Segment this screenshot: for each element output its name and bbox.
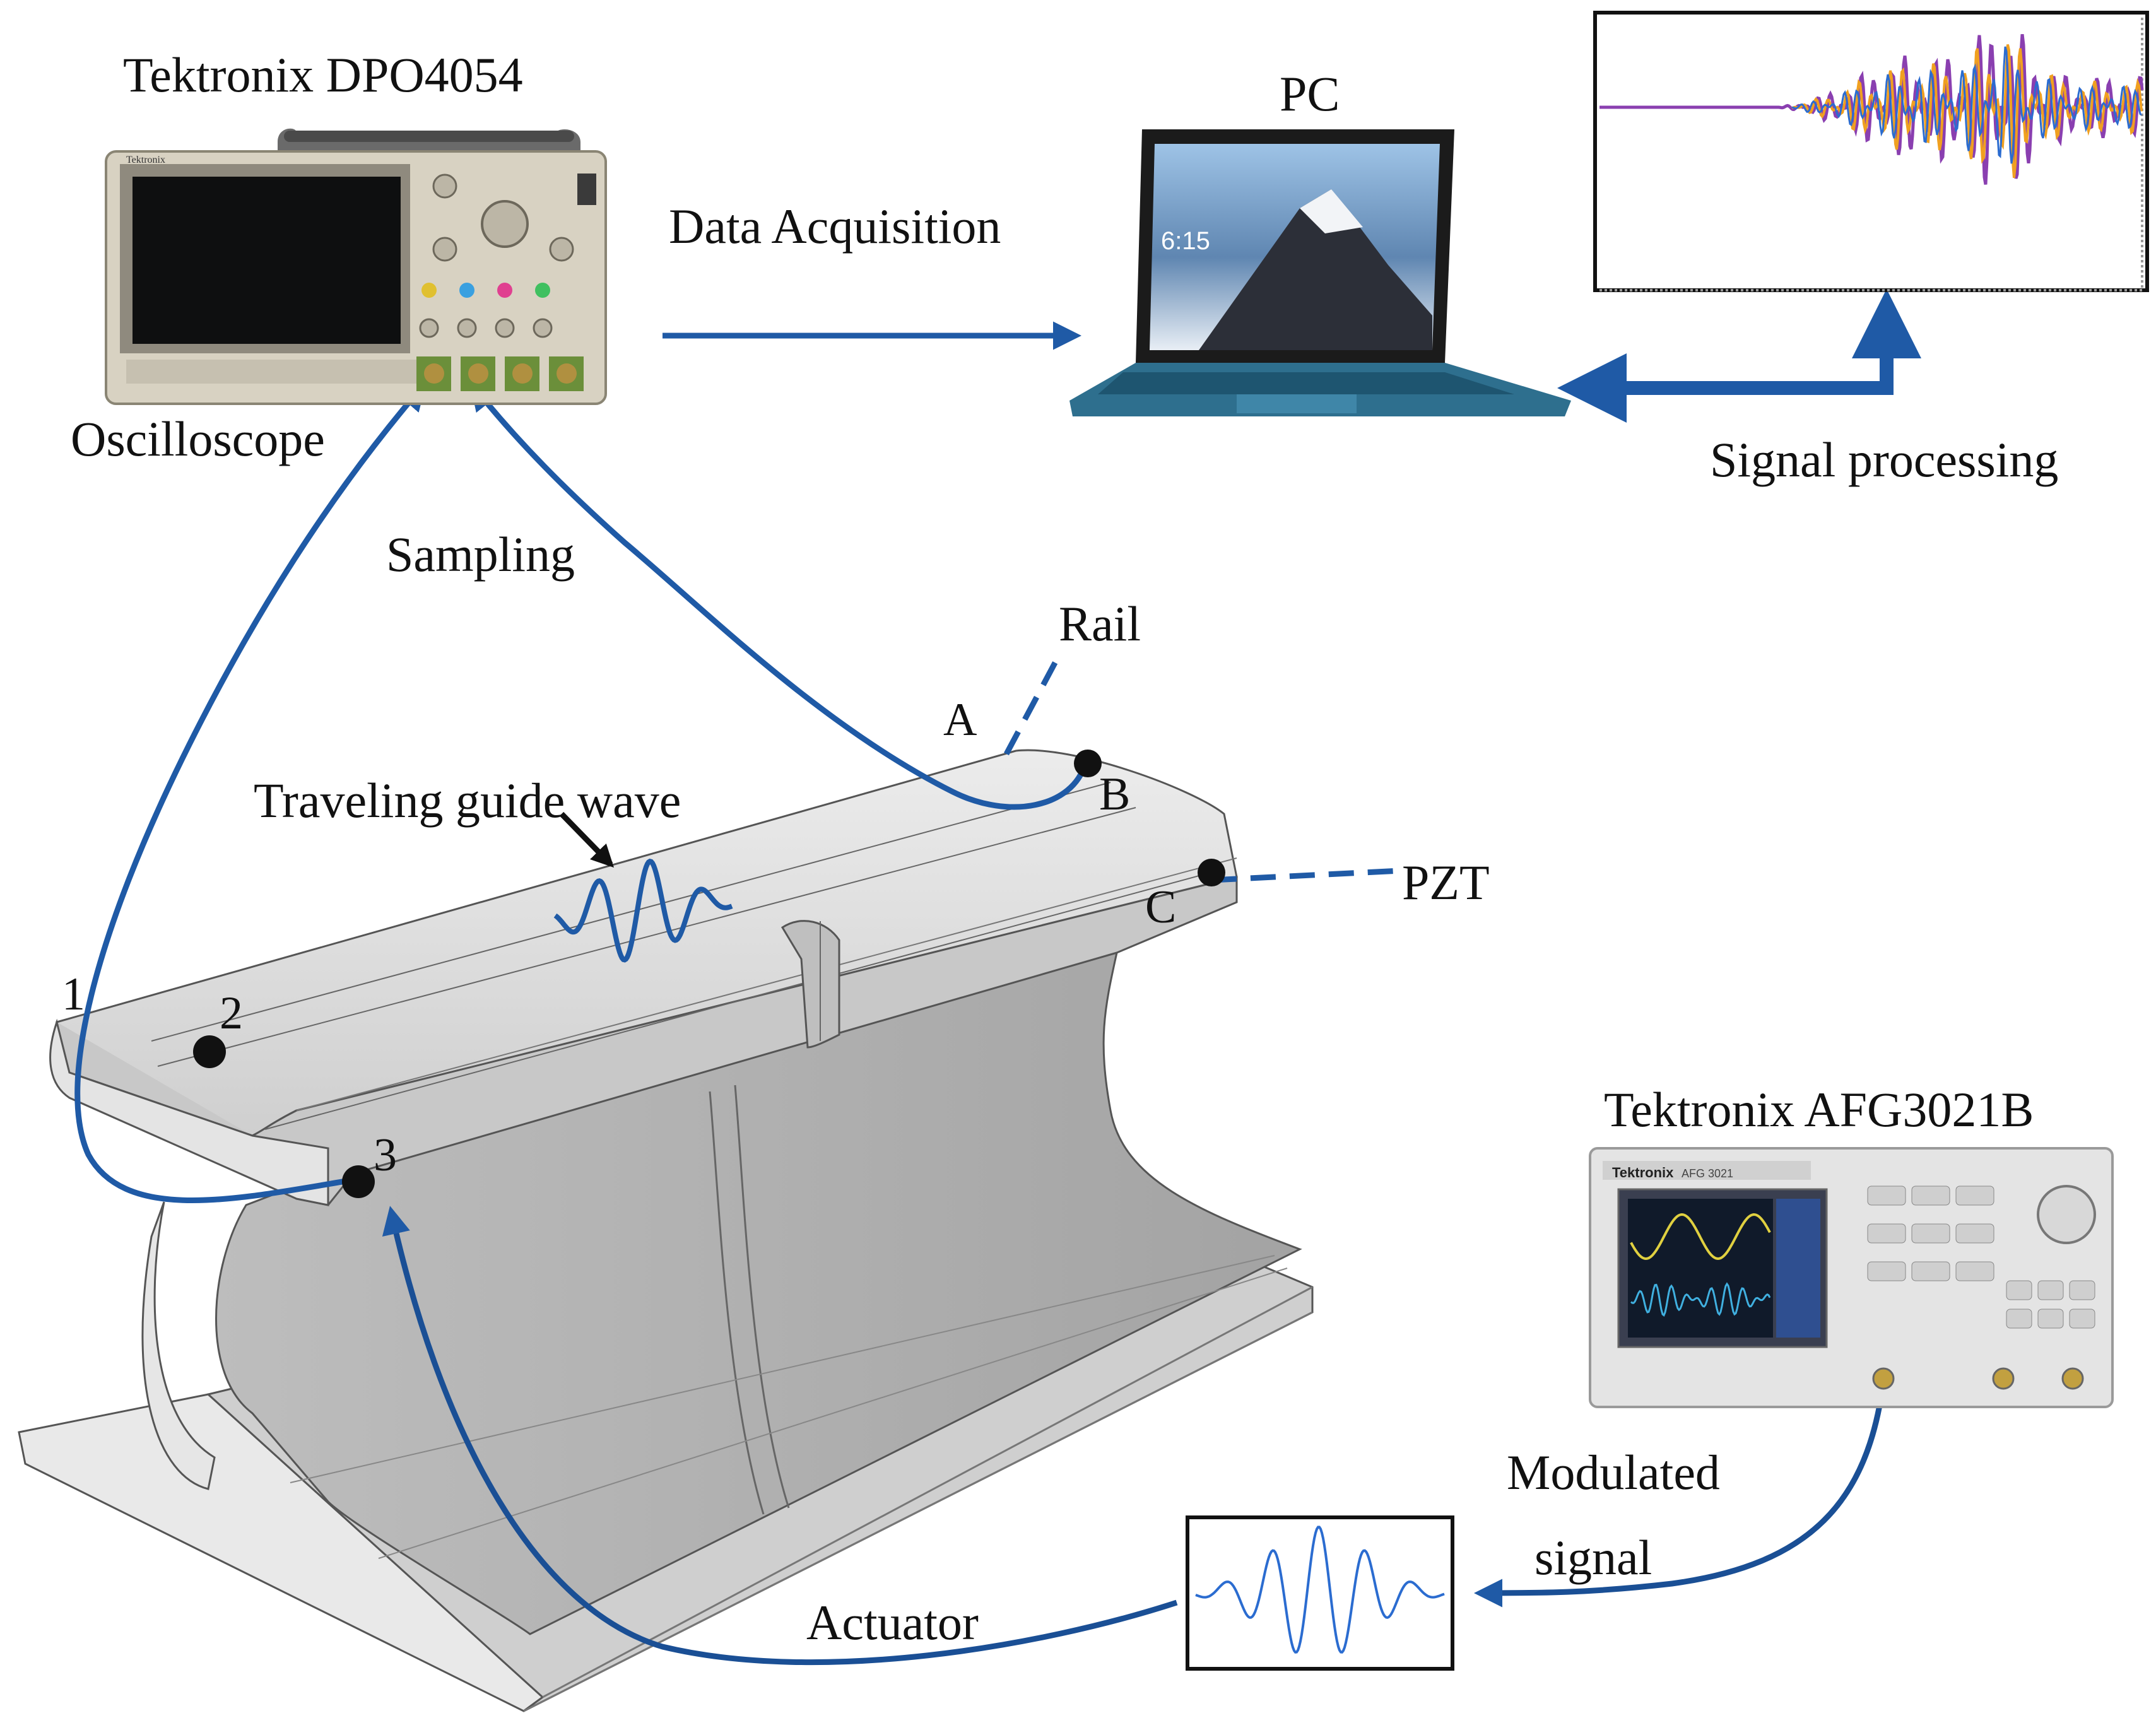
modulated-label-line1: Modulated <box>1507 1445 1720 1500</box>
modulated-signal-box <box>1186 1515 1454 1671</box>
oscilloscope-channels <box>416 356 584 391</box>
function-generator-icon: Tektronix AFG 3021 <box>1589 1147 2114 1408</box>
actuator-label: Actuator <box>806 1595 979 1650</box>
processed-signal-display <box>1593 11 2149 292</box>
point-label-b: B <box>1099 768 1130 820</box>
generator-screen-wave-1 <box>1630 1213 1771 1261</box>
processed-signal-trace-blue <box>1791 46 2142 164</box>
sensor-point-2 <box>193 1035 226 1068</box>
rail-head-end <box>49 1018 329 1206</box>
laptop-clock: 6:15 <box>1161 227 1210 255</box>
rail-label: Rail <box>1059 596 1141 651</box>
oscilloscope-label: Oscilloscope <box>71 411 325 466</box>
point-label-2: 2 <box>220 987 243 1039</box>
oscilloscope-controls <box>419 174 596 338</box>
sampling-wire-1 <box>74 382 427 1203</box>
processed-signal-trace-orange <box>1791 44 2143 179</box>
generator-screen-wave-2 <box>1630 1282 1771 1317</box>
point-label-a: A <box>943 694 977 746</box>
sampling-label: Sampling <box>386 527 575 582</box>
signal-processing-label: Signal processing <box>1710 432 2058 487</box>
traveling-wave-trace <box>553 858 733 963</box>
generator-buttons <box>1867 1186 2095 1329</box>
sensor-point-3 <box>342 1165 375 1198</box>
modulated-label-line2: signal <box>1535 1530 1652 1585</box>
sensor-point-c <box>1198 859 1225 886</box>
sampling-wire-2 <box>469 381 1088 810</box>
rail-pointer-line <box>1004 657 1059 756</box>
point-label-3: 3 <box>374 1129 397 1181</box>
oscilloscope-model-label: Tektronix DPO4054 <box>123 47 523 102</box>
signal-processing-arrow <box>1557 289 1921 423</box>
generator-knob <box>2037 1185 2096 1244</box>
rail-web-face <box>215 951 1302 1635</box>
generator-brand: Tektronix <box>1612 1165 1674 1180</box>
pzt-pointer-line <box>1211 868 1401 883</box>
processed-signal-trace-purple <box>1599 34 2144 185</box>
oscilloscope-icon: Tektronix <box>105 128 607 405</box>
modulated-signal-trace <box>1195 1526 1445 1654</box>
rail-web-edge <box>141 1201 216 1490</box>
generator-panel-label: AFG 3021 <box>1682 1167 1733 1180</box>
rail-joint <box>781 920 840 1049</box>
traveling-wave-pointer <box>559 811 615 868</box>
traveling-wave-label: Traveling guide wave <box>254 773 681 828</box>
oscilloscope-brand: Tektronix <box>126 155 165 165</box>
data-acquisition-label: Data Acquisition <box>669 199 1001 254</box>
pc-label: PC <box>1280 66 1340 121</box>
laptop-icon: 6:15 <box>1069 129 1571 416</box>
actuator-wire <box>382 1206 1178 1666</box>
generator-model-label: Tektronix AFG3021B <box>1604 1082 2034 1137</box>
point-label-1: 1 <box>62 968 85 1020</box>
point-label-c: C <box>1145 881 1176 933</box>
rail-model <box>18 749 1314 1712</box>
sensor-point-b <box>1074 750 1102 777</box>
generator-output-wire <box>1474 1381 1887 1608</box>
pzt-label: PZT <box>1402 855 1490 910</box>
